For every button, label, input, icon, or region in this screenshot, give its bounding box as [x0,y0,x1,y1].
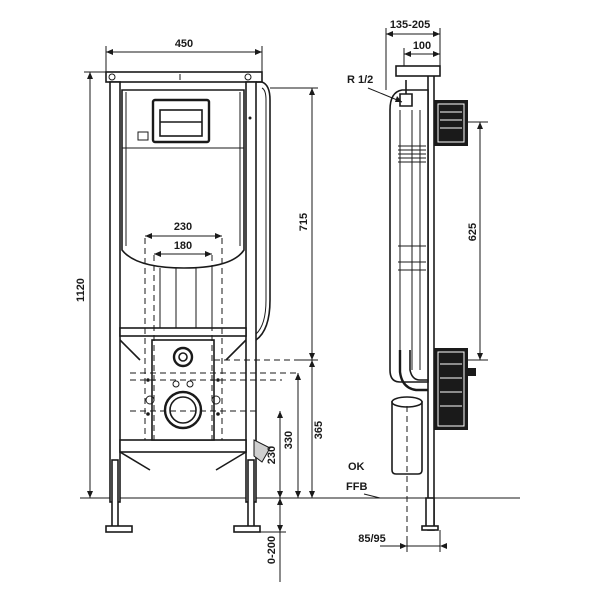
dim-135-205-label: 135-205 [390,19,430,31]
dimension-450: 450 [105,38,263,72]
wall-bracket-lower [434,348,476,430]
tank-ribs [398,145,426,271]
dimension-230-vertical: 230 [266,411,283,498]
dimension-100: 100 [403,40,440,66]
dimension-230-horizontal: 230 [145,221,222,239]
side-view [389,65,476,540]
dim-100-label: 100 [413,40,431,52]
dim-625-label: 625 [467,223,479,241]
dimension-180: 180 [154,240,212,257]
connection-label-r12: R 1/2 [347,74,403,103]
connection-label: R 1/2 [347,74,373,86]
dim-1120-label: 1120 [75,278,87,302]
floor-label-group: OK FFB [346,461,381,499]
dim-330-label: 330 [283,431,295,449]
front-centerlines [130,238,305,440]
wall-bracket-upper [434,100,468,146]
floor-label-ffb: FFB [346,481,367,493]
dim-85-95-label: 85/95 [358,533,386,545]
dim-365-label: 365 [313,421,325,439]
dimension-1120: 1120 [75,71,106,498]
dimension-135-205: 135-205 [385,19,441,90]
dim-450-label: 450 [175,38,193,50]
dimension-365: 365 [309,360,325,498]
connection-plate [145,339,221,441]
dim-230v-label: 230 [266,446,278,464]
dimension-85-95: 85/95 [358,530,447,552]
dimension-330: 330 [283,373,301,498]
dimension-0-200: 0-200 [256,498,286,582]
floor-label-ok: OK [348,461,365,473]
front-view [105,71,305,533]
dim-230h-label: 230 [174,221,192,233]
dimension-625: 625 [467,121,488,361]
dim-715-label: 715 [298,213,310,231]
dim-180-label: 180 [174,240,192,252]
front-frame [105,71,271,533]
dimension-715: 715 [270,87,318,361]
flush-plate-opening [137,98,252,144]
dim-0-200-label: 0-200 [266,536,278,564]
